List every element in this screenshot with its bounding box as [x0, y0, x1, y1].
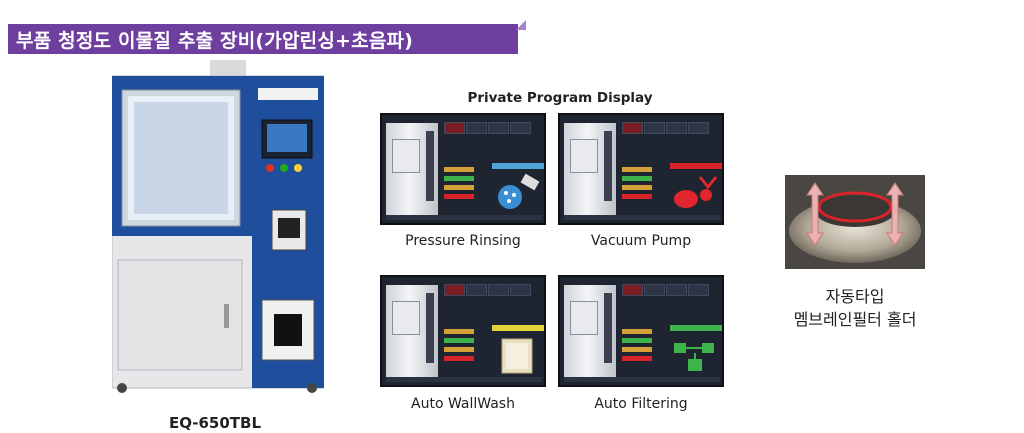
wallwash-chamber-icon [501, 338, 533, 374]
display-title: Private Program Display [467, 90, 653, 106]
screen-header-bar [670, 163, 722, 169]
screen-header-bar [492, 163, 544, 169]
screen-machine-thumb [386, 123, 438, 215]
rinsing-nozzle-icon [498, 173, 540, 209]
screen-auto-wallwash [380, 275, 546, 387]
caption-auto-wallwash: Auto WallWash [411, 396, 515, 412]
caption-pressure-rinsing: Pressure Rinsing [405, 233, 521, 249]
screen-vacuum-pump [558, 113, 724, 225]
filter-holder-caption: 자동타입 멤브레인필터 홀더 [760, 285, 950, 331]
screen-button-grid [444, 283, 542, 302]
screen-header-bar [492, 325, 544, 331]
machine-image [112, 60, 324, 393]
screen-status-list [622, 167, 666, 203]
screen-machine-thumb [564, 285, 616, 377]
filter-holder-caption-line2: 멤브레인필터 홀더 [793, 310, 917, 329]
machine-model-label: EQ-650TBL [168, 414, 262, 432]
filter-holder-caption-line1: 자동타입 [825, 287, 885, 306]
banner-title: 부품 청정도 이물질 추출 장비(가압린싱+초음파) [16, 30, 414, 52]
screen-status-list [444, 329, 488, 365]
screen-status-list [622, 329, 666, 365]
screen-header-bar [670, 325, 722, 331]
screen-machine-thumb [386, 285, 438, 377]
caption-auto-filtering: Auto Filtering [594, 396, 688, 412]
banner-corner [516, 20, 526, 30]
screen-button-grid [622, 121, 720, 140]
screen-pressure-rinsing [380, 113, 546, 225]
screen-status-list [444, 167, 488, 203]
filter-holder-image [785, 175, 925, 269]
caption-vacuum-pump: Vacuum Pump [590, 233, 692, 249]
screen-auto-filtering [558, 275, 724, 387]
screen-machine-thumb [564, 123, 616, 215]
section-banner: 부품 청정도 이물질 추출 장비(가압린싱+초음파) [8, 20, 526, 54]
screen-button-grid [622, 283, 720, 302]
banner-bar [8, 24, 518, 54]
screen-button-grid [444, 121, 542, 140]
filtering-flow-icon [674, 343, 714, 371]
vacuum-pump-icon [674, 176, 718, 208]
